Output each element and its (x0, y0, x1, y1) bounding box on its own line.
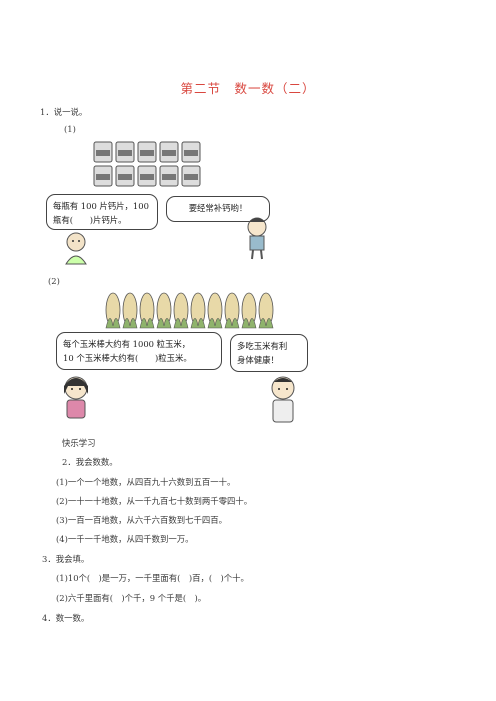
speech-bubble-left-2: 每个玉米棒大约有 1000 粒玉米， 10 个玉米棒大约有( )粒玉米。 (56, 332, 222, 370)
bubble-line: 身体健康！ (237, 355, 279, 365)
page-title: 第二节 数一数（二） (180, 81, 316, 96)
bubble-line: 每瓶有 100 片钙片，100 (53, 201, 149, 211)
bubble-line: 多吃玉米有利 (237, 341, 288, 351)
question-1-label: 1．说一说。 (40, 107, 88, 117)
question-2-item: (3)一百一百地数，从六千六百数到七千四百。 (56, 515, 227, 525)
bubble-line: 10 个玉米棒大约有( )粒玉米。 (63, 353, 192, 363)
bubble-line: 每个玉米棒大约有 1000 粒玉米， (63, 339, 191, 349)
speech-bubble-right-1: 要经常补钙哟！ (166, 196, 270, 222)
question-3-label: 3．我会填。 (42, 554, 90, 564)
part-2-label: (2) (48, 276, 60, 286)
corn-cobs-illustration (105, 292, 274, 329)
speech-bubble-right-2: 多吃玉米有利 身体健康！ (230, 334, 308, 372)
cartoon-grandpa-figure (65, 232, 87, 265)
section-label: 快乐学习 (62, 438, 96, 448)
question-2-item: (1)一个一个地数，从四百九十六数到五百一十。 (56, 477, 236, 487)
question-2-item: (4)一千一千地数，从四千数到一万。 (56, 534, 194, 544)
bubble-line: 瓶有( )片钙片。 (53, 215, 127, 225)
question-3-item: (2)六千里面有( )个千，9 个千是( )。 (56, 593, 207, 603)
question-2-label: 2．我会数数。 (62, 457, 118, 467)
cartoon-boy-figure-2 (271, 376, 295, 423)
calcium-bottles-illustration (93, 141, 201, 187)
speech-bubble-left-1: 每瓶有 100 片钙片，100 瓶有( )片钙片。 (46, 194, 158, 230)
cartoon-boy-figure (247, 217, 267, 260)
bubble-line: 要经常补钙哟！ (188, 203, 248, 213)
question-2-item: (2)一十一十地数，从一千九百七十数到两千零四十。 (56, 496, 253, 506)
part-1-label: (1) (64, 124, 76, 134)
cartoon-girl-figure (64, 376, 88, 419)
question-3-item: (1)10个( )是一万，一千里面有( )百，( )个十。 (56, 573, 249, 583)
question-4-label: 4．数一数。 (42, 613, 90, 623)
